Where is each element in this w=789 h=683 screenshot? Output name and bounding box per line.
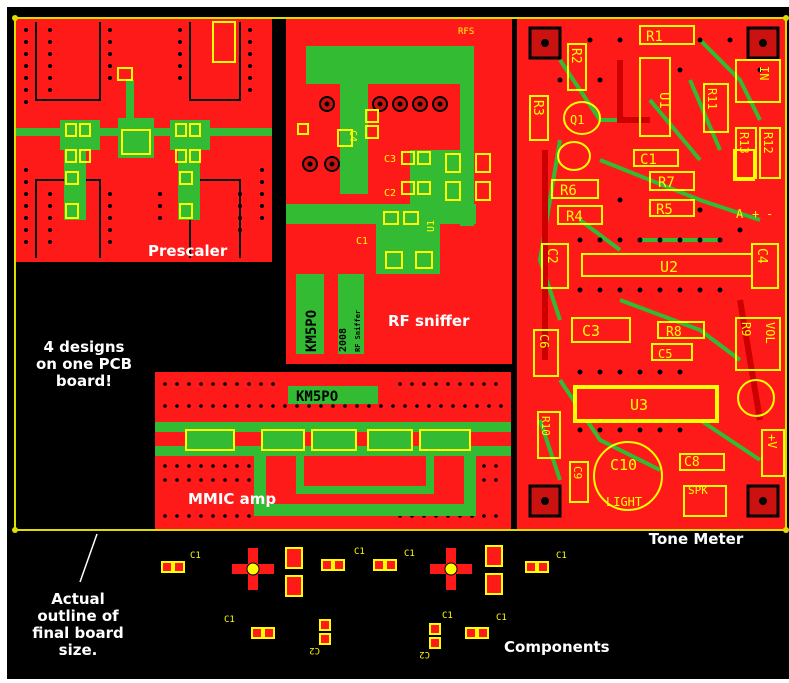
component-footprints: C1 C1 C1 C1 C1 C1 C1 C2 C2 Components — [161, 545, 610, 659]
comp-label-c1-b: C1 — [354, 547, 365, 557]
tone-part-r2: R2 — [568, 48, 583, 64]
designs-text-line2: on one PCB — [36, 355, 132, 373]
rf-part-rfs: RFS — [458, 27, 474, 37]
tone-part-minus: - — [766, 207, 773, 221]
comp-label-c1-c: C1 — [404, 549, 415, 559]
rf-callsign: KM5PO — [304, 310, 320, 352]
rf-part-c1: C1 — [356, 236, 368, 247]
mmic-amp-design: KM5PO MMIC amp — [155, 372, 511, 529]
rf-part-c3: C3 — [384, 154, 396, 165]
outline-text-line3: final board — [32, 624, 124, 642]
tone-part-a: A — [736, 207, 744, 221]
tone-part-c5: C5 — [658, 347, 672, 361]
tone-part-r4: R4 — [566, 209, 583, 225]
outline-text-line1: Actual — [51, 590, 105, 608]
tone-part-u1: U1 — [656, 92, 672, 109]
tone-part-c2: C2 — [544, 248, 559, 264]
prescaler-label: Prescaler — [148, 242, 228, 260]
tone-meter-label: Tone Meter — [649, 530, 744, 548]
prescaler-design: Prescaler — [16, 19, 272, 262]
tone-part-r11: R11 — [705, 88, 719, 110]
designs-text-line1: 4 designs — [44, 338, 125, 356]
tone-part-r1: R1 — [646, 29, 663, 45]
tone-part-c1: C1 — [640, 152, 657, 168]
rf-sniffer-label: RF sniffer — [388, 312, 470, 330]
tone-part-r8: R8 — [666, 325, 682, 340]
tone-part-r10: R10 — [539, 416, 552, 436]
tone-part-u3: U3 — [630, 396, 648, 414]
comp-label-c2-a: C2 — [309, 645, 320, 655]
mmic-amp-label: MMIC amp — [188, 490, 276, 508]
rf-vertical: RF Sniffer — [354, 310, 362, 352]
tone-part-vol: VOL — [763, 322, 777, 344]
tone-part-plus: + — [752, 207, 759, 221]
tone-part-spk: SPK — [688, 484, 708, 497]
tone-part-c6: C6 — [537, 334, 551, 348]
comp-label-c1-a: C1 — [190, 551, 201, 561]
tone-part-r5: R5 — [656, 202, 673, 218]
tone-part-q1: Q1 — [570, 113, 584, 127]
tone-part-r13: R13 — [737, 132, 751, 154]
tone-part-r12: R12 — [761, 132, 775, 154]
mmic-callsign: KM5PO — [296, 389, 338, 405]
outline-text-line2: outline of — [37, 607, 119, 625]
tone-part-c4: C4 — [754, 248, 769, 264]
comp-label-c1-e: C1 — [224, 615, 235, 625]
tone-part-c9: C9 — [571, 466, 584, 479]
rf-year: 2008 — [338, 328, 349, 352]
components-label: Components — [504, 638, 610, 656]
comp-label-c1-d: C1 — [556, 551, 567, 561]
tone-part-r3: R3 — [530, 100, 545, 116]
comp-label-c1-f: C1 — [496, 613, 507, 623]
outline-text-line4: size. — [59, 641, 98, 659]
tone-part-r7: R7 — [658, 175, 675, 191]
tone-part-plus-v: +V — [765, 434, 779, 448]
tone-meter-design: R1 R2 R3 R11 R12 R13 R4 R5 R6 R7 R8 R9 R… — [517, 19, 785, 529]
tone-part-c8: C8 — [684, 455, 700, 470]
tone-part-c3: C3 — [582, 322, 600, 340]
tone-part-in: IN — [757, 66, 771, 80]
designs-text-line3: board! — [56, 372, 112, 390]
rf-part-c4: C4 — [347, 130, 358, 142]
outline-pointer-line — [79, 533, 98, 583]
rf-part-c2: C2 — [384, 188, 396, 199]
rf-part-u1: U1 — [426, 220, 437, 232]
comp-label-c2-b: C2 — [419, 649, 430, 659]
board-outline — [14, 17, 787, 531]
tone-part-r9: R9 — [739, 322, 753, 336]
comp-label-c1-g: C1 — [442, 611, 453, 621]
rf-sniffer-design: RFS C4 C3 C2 C1 U1 KM5PO 2008 RF Sniffer… — [286, 19, 512, 364]
tone-part-light: LIGHT — [606, 495, 642, 509]
tone-part-u2: U2 — [660, 258, 678, 276]
tone-part-c10: C10 — [610, 456, 637, 474]
tone-part-r6: R6 — [560, 183, 577, 199]
